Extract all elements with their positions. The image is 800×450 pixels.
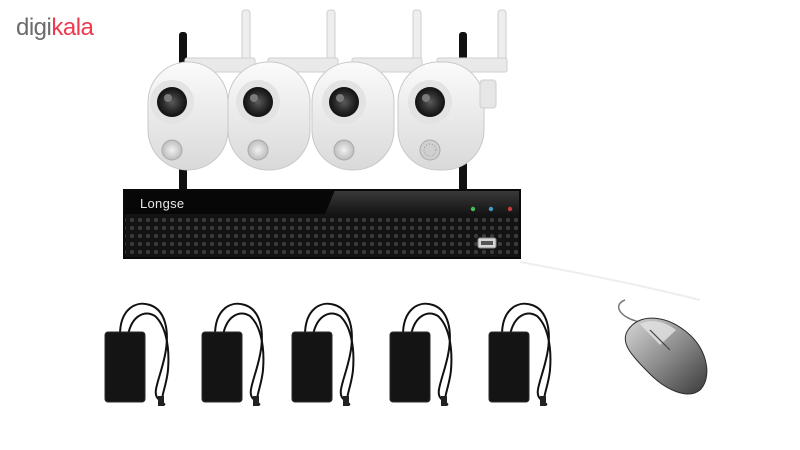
camera-1	[147, 9, 256, 171]
nvr-brand-label: Longse	[140, 196, 185, 211]
power-led-icon	[470, 206, 476, 212]
logo-text-kala: kala	[51, 14, 94, 41]
power-adapter-4	[389, 302, 453, 406]
camera-2	[227, 9, 339, 171]
hdd-led-icon	[507, 206, 513, 212]
network-led-icon	[488, 206, 494, 212]
power-adapter-5	[488, 302, 552, 406]
nvr-recorder	[123, 189, 521, 259]
camera-4	[397, 9, 508, 171]
power-adapter-2	[201, 302, 265, 406]
logo-text-digi: digi	[16, 14, 52, 41]
power-adapter-3	[291, 302, 355, 406]
power-adapter-1	[104, 302, 170, 406]
camera-3	[311, 9, 423, 171]
usb-mouse	[618, 299, 708, 395]
digikala-logo[interactable]: digikala	[16, 14, 94, 42]
